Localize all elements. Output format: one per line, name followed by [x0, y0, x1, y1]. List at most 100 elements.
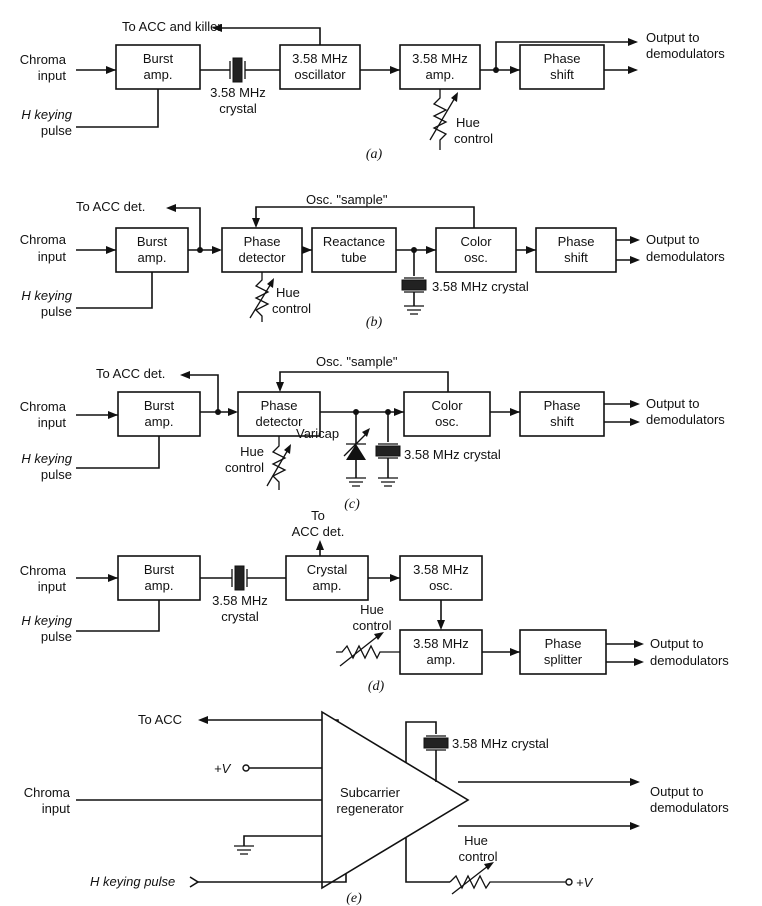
- b-phase-detector-label-2: detector: [239, 250, 287, 265]
- b-burst-amp-label-1: Burst: [137, 234, 168, 249]
- b-hue-control-label-1: Hue: [276, 285, 300, 300]
- a-output-label-1: Output to: [646, 30, 699, 45]
- c-h-keying-label-2: pulse: [41, 467, 72, 482]
- a-phase-shift-label-2: shift: [550, 67, 574, 82]
- diagram-e: To ACC +V Subcarrier regenerator 3.58 MH…: [24, 710, 729, 906]
- d-to-acc-label-1: To: [311, 508, 325, 523]
- c-h-keying-label-1: H keying: [21, 451, 72, 466]
- b-output-label-1: Output to: [646, 232, 699, 247]
- c-burst-amp-label-2: amp.: [145, 414, 174, 429]
- b-reactance-tube-box: [311, 227, 397, 273]
- e-output-label-1: Output to: [650, 784, 703, 799]
- d-osc-label-2: osc.: [429, 578, 453, 593]
- d-chroma-input-label-2: input: [38, 579, 67, 594]
- d-burst-amp-label-2: amp.: [145, 578, 174, 593]
- d-osc-box: [399, 555, 483, 601]
- diagram-c: Chroma input Burst amp. H keying pulse T…: [20, 354, 726, 512]
- d-output-label-1: Output to: [650, 636, 703, 651]
- d-amp-label-1: 3.58 MHz: [413, 636, 469, 651]
- a-phase-shift-label-1: Phase: [544, 51, 581, 66]
- c-crystal-label: 3.58 MHz crystal: [404, 447, 501, 462]
- d-h-keying-label-2: pulse: [41, 629, 72, 644]
- c-to-acc-label: To ACC det.: [96, 366, 165, 381]
- c-color-osc-label-1: Color: [431, 398, 463, 413]
- a-burst-amp-label-1: Burst: [143, 51, 174, 66]
- b-chroma-input-label-1: Chroma: [20, 232, 67, 247]
- a-burst-amp-box: [115, 44, 201, 90]
- a-chroma-input-label-1: Chroma: [20, 52, 67, 67]
- a-oscillator-label-2: oscillator: [294, 67, 346, 82]
- b-h-keying-label-1: H keying: [21, 288, 72, 303]
- e-chroma-input-label-1: Chroma: [24, 785, 71, 800]
- d-crystal-amp-box: [285, 555, 369, 601]
- a-chroma-input-label-2: input: [38, 68, 67, 83]
- d-chroma-input-label-1: Chroma: [20, 563, 67, 578]
- c-hue-control-resistor-icon: [266, 436, 291, 490]
- a-h-keying-label-2: pulse: [41, 123, 72, 138]
- b-burst-amp-label-2: amp.: [138, 250, 167, 265]
- c-caption: (c): [344, 497, 360, 512]
- c-phase-detector-box: [237, 391, 321, 437]
- d-caption: (d): [368, 679, 385, 694]
- b-phase-shift-label-2: shift: [564, 250, 588, 265]
- b-crystal-label: 3.58 MHz crystal: [432, 279, 529, 294]
- a-amp-label-1: 3.58 MHz: [412, 51, 468, 66]
- a-phase-shift-box: [519, 44, 605, 90]
- c-hue-control-label-1: Hue: [240, 444, 264, 459]
- c-varicap-label: Varicap: [296, 426, 339, 441]
- b-color-osc-box: [435, 227, 517, 273]
- e-regenerator-label-2: regenerator: [336, 801, 404, 816]
- e-regenerator-label-1: Subcarrier: [340, 785, 401, 800]
- a-amp-label-2: amp.: [426, 67, 455, 82]
- e-plus-v-bottom-label: +V: [576, 875, 594, 890]
- a-hue-control-resistor-icon: [429, 89, 458, 150]
- diagram-b: Chroma input Burst amp. H keying pulse T…: [20, 192, 726, 330]
- d-to-acc-label-2: ACC det.: [292, 524, 345, 539]
- b-caption: (b): [366, 315, 383, 330]
- b-to-acc-label: To ACC det.: [76, 199, 145, 214]
- c-hue-control-label-2: control: [225, 460, 264, 475]
- d-burst-amp-label-1: Burst: [144, 562, 175, 577]
- b-chroma-input-label-2: input: [38, 249, 67, 264]
- b-h-keying-label-2: pulse: [41, 304, 72, 319]
- a-burst-amp-label-2: amp.: [144, 67, 173, 82]
- b-phase-shift-box: [535, 227, 617, 273]
- c-varicap-diode-icon: [343, 412, 370, 487]
- e-hue-control-label-2: control: [458, 849, 497, 864]
- diagram-a: Chroma input Burst amp. H keying pulse 3…: [20, 19, 726, 162]
- e-chroma-input-label-2: input: [42, 801, 71, 816]
- c-color-osc-label-2: osc.: [435, 414, 459, 429]
- d-crystal-label-2: crystal: [221, 609, 259, 624]
- c-burst-amp-label-1: Burst: [144, 398, 175, 413]
- a-output-label-2: demodulators: [646, 46, 725, 61]
- d-crystal-amp-label-2: amp.: [313, 578, 342, 593]
- a-to-acc-label: To ACC and killer: [122, 19, 222, 34]
- a-crystal-label-1: 3.58 MHz: [210, 85, 266, 100]
- d-hue-control-label-1: Hue: [360, 602, 384, 617]
- b-reactance-tube-label-1: Reactance: [323, 234, 385, 249]
- d-hue-control-resistor-icon: [336, 632, 400, 667]
- e-caption: (e): [346, 891, 362, 906]
- d-osc-label-1: 3.58 MHz: [413, 562, 469, 577]
- e-hue-control-resistor-icon: [449, 862, 566, 895]
- c-chroma-input-label-1: Chroma: [20, 399, 67, 414]
- b-color-osc-label-1: Color: [460, 234, 492, 249]
- b-phase-detector-label-1: Phase: [244, 234, 281, 249]
- d-phase-splitter-label-1: Phase: [545, 636, 582, 651]
- b-hue-control-label-2: control: [272, 301, 311, 316]
- c-phase-detector-label-2: detector: [256, 414, 304, 429]
- e-to-acc-label: To ACC: [138, 712, 182, 727]
- c-crystal-icon: [375, 443, 401, 459]
- c-phase-detector-label-1: Phase: [261, 398, 298, 413]
- e-output-label-2: demodulators: [650, 800, 729, 815]
- a-hue-control-label-2: control: [454, 131, 493, 146]
- c-burst-amp-box: [117, 391, 201, 437]
- c-sample-label: Osc. "sample": [316, 354, 398, 369]
- b-reactance-tube-label-2: tube: [341, 250, 366, 265]
- d-output-label-2: demodulators: [650, 653, 729, 668]
- d-crystal-icon: [231, 565, 248, 591]
- a-oscillator-box: [279, 44, 361, 90]
- c-color-osc-box: [403, 391, 491, 437]
- d-phase-splitter-label-2: splitter: [544, 652, 583, 667]
